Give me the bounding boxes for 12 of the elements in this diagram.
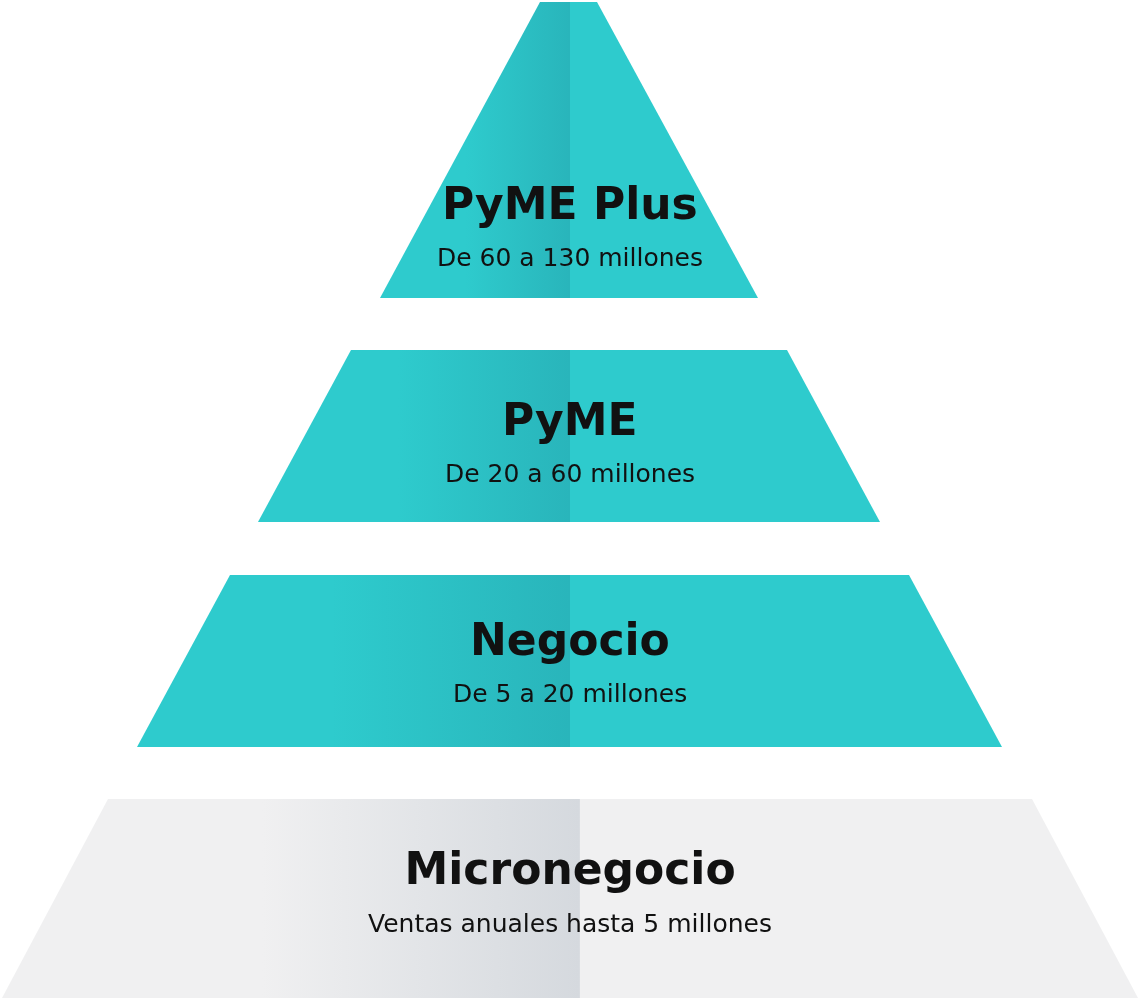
pyramid-tier — [2, 799, 1138, 998]
tier-description: Ventas anuales hasta 5 millones — [368, 908, 772, 940]
tier-title: Micronegocio — [404, 843, 736, 895]
pyramid-tier — [137, 575, 1002, 747]
pyramid-tier — [258, 350, 880, 522]
tier-description: De 20 a 60 millones — [445, 458, 696, 490]
pyramid-tier — [380, 2, 758, 298]
tier-title: PyME — [502, 394, 638, 446]
tier-title: PyME Plus — [442, 178, 698, 230]
tier-title: Negocio — [470, 614, 670, 666]
tier-description: De 5 a 20 millones — [453, 678, 688, 710]
tier-description: De 60 a 130 millones — [437, 242, 703, 274]
